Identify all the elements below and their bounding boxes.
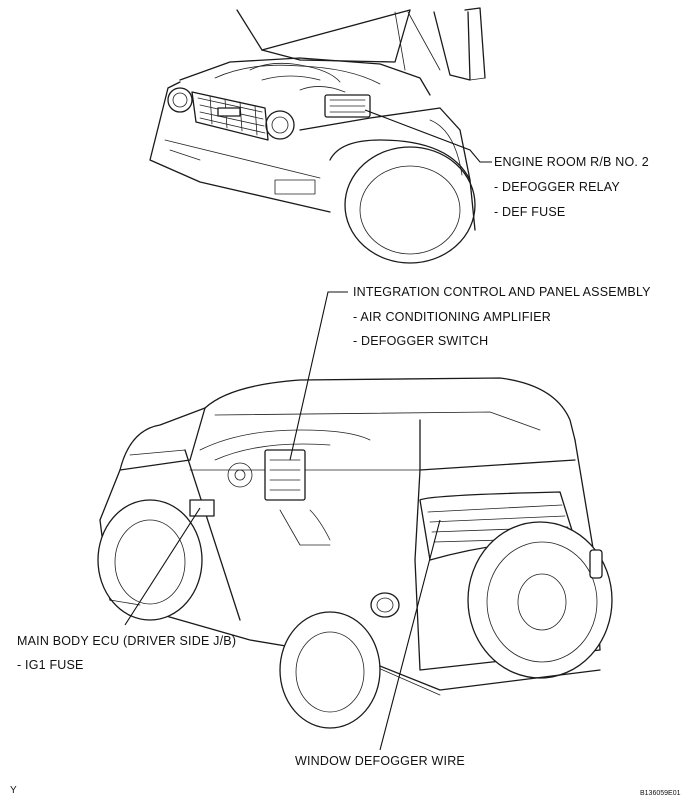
label-integration-panel: INTEGRATION CONTROL AND PANEL ASSEMBLY [353, 285, 651, 299]
label-ig1-fuse: - IG1 FUSE [17, 658, 84, 672]
leader-integration-panel [289, 291, 348, 461]
label-window-defogger-wire: WINDOW DEFOGGER WIRE [295, 754, 465, 768]
corner-mark: Y [10, 785, 17, 796]
figure-code: B136059E01 [640, 790, 681, 797]
label-defogger-switch: - DEFOGGER SWITCH [353, 334, 489, 348]
label-engine-room-rb: ENGINE ROOM R/B NO. 2 [494, 155, 649, 169]
label-def-fuse: - DEF FUSE [494, 205, 566, 219]
front-vehicle-illustration [149, 7, 486, 264]
leader-engine-room [364, 109, 492, 163]
label-main-body-ecu: MAIN BODY ECU (DRIVER SIDE J/B) [17, 634, 237, 648]
label-ac-amplifier: - AIR CONDITIONING AMPLIFIER [353, 310, 551, 324]
rear-vehicle-illustration [97, 377, 613, 729]
leader-window-defogger [379, 519, 441, 751]
leader-main-body-ecu [124, 507, 201, 626]
label-defogger-relay: - DEFOGGER RELAY [494, 180, 620, 194]
